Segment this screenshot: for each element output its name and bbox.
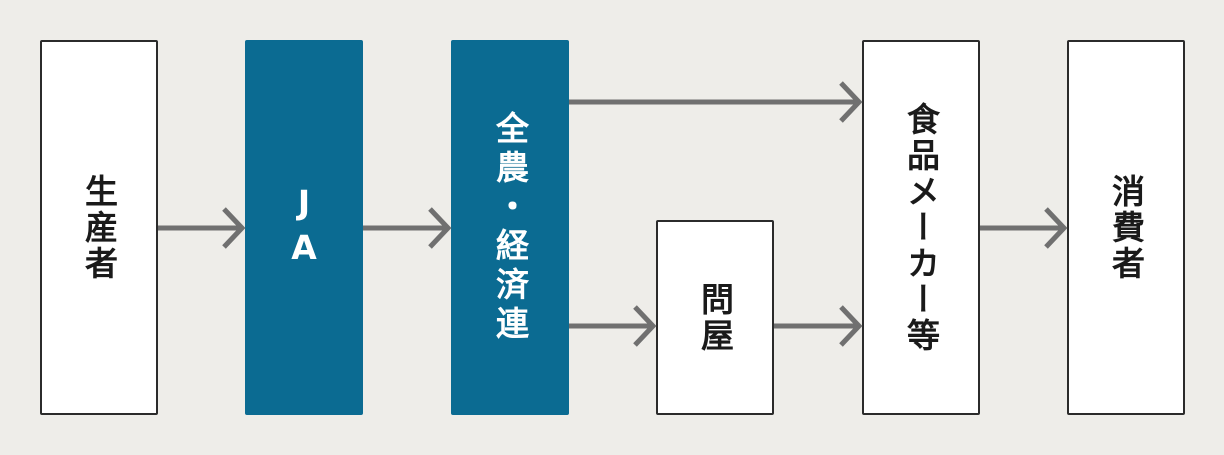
consumer-label: 消費者 [1106, 173, 1146, 282]
arrow-zennoh-to-maker [569, 81, 863, 123]
food-maker-box: 食品メーカー等 [862, 40, 980, 415]
zennoh-box: 全農・経済連 [451, 40, 569, 415]
arrow-producer-to-ja [158, 207, 246, 249]
consumer-box: 消費者 [1067, 40, 1185, 415]
arrow-ja-to-zennoh [363, 207, 452, 249]
arrow-wholesaler-to-maker [774, 305, 863, 347]
food-maker-label: 食品メーカー等 [901, 101, 941, 354]
arrow-zennoh-to-wholesaler [569, 305, 657, 347]
ja-box: JA [245, 40, 363, 415]
ja-label: JA [284, 182, 324, 273]
wholesaler-label: 問屋 [695, 281, 735, 354]
wholesaler-box: 問屋 [656, 220, 774, 415]
producer-label: 生産者 [79, 173, 119, 282]
producer-box: 生産者 [40, 40, 158, 415]
zennoh-label: 全農・経済連 [490, 110, 530, 345]
arrow-maker-to-consumer [980, 207, 1068, 249]
